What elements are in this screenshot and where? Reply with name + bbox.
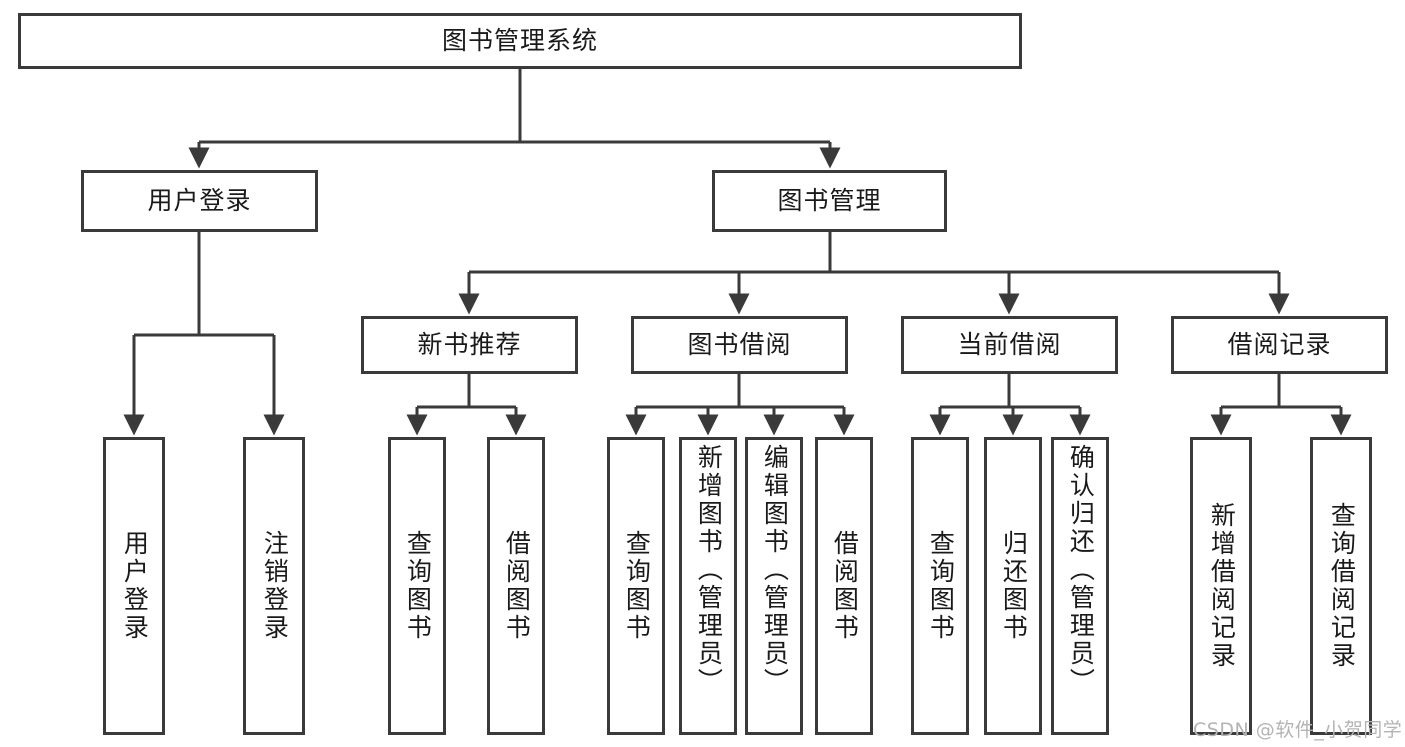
node-leaf-7[interactable]: 借阅图书	[815, 437, 873, 735]
node-label: 用户登录	[120, 530, 150, 642]
node-leaf-0[interactable]: 用户登录	[103, 437, 165, 735]
node-leaf-9[interactable]: 归还图书	[984, 437, 1042, 735]
node-leaf-3[interactable]: 借阅图书	[487, 437, 545, 735]
node-label: 图书管理系统	[441, 26, 598, 56]
node-label: 归还图书	[999, 530, 1029, 642]
node-label: 新书推荐	[417, 330, 522, 360]
node-label: 图书借阅	[687, 330, 792, 360]
node-label: 查询图书	[926, 530, 956, 642]
node-label: 确认归还（管理员）	[1066, 444, 1096, 696]
node-label: 查询图书	[403, 530, 433, 642]
node-label: 查询图书	[622, 530, 652, 642]
node-label: 编辑图书（管理员）	[760, 444, 790, 696]
node-leaf-12[interactable]: 查询借阅记录	[1310, 437, 1372, 735]
node-leaf-1[interactable]: 注销登录	[243, 437, 305, 735]
node-level3-2[interactable]: 当前借阅	[901, 316, 1118, 374]
node-leaf-6[interactable]: 编辑图书（管理员）	[745, 437, 803, 735]
node-label: 查询借阅记录	[1327, 502, 1357, 670]
node-level2-1[interactable]: 图书管理	[712, 170, 947, 232]
node-leaf-5[interactable]: 新增图书（管理员）	[679, 437, 737, 735]
node-level2-0[interactable]: 用户登录	[81, 170, 318, 232]
watermark-text: CSDN @软件_小贺同学	[1193, 719, 1403, 741]
node-label: 新增借阅记录	[1207, 502, 1237, 670]
node-root[interactable]: 图书管理系统	[18, 13, 1022, 69]
node-leaf-11[interactable]: 新增借阅记录	[1190, 437, 1252, 735]
node-label: 图书管理	[777, 186, 882, 216]
node-level3-1[interactable]: 图书借阅	[631, 316, 848, 374]
node-label: 用户登录	[147, 186, 252, 216]
node-label: 借阅图书	[502, 530, 532, 642]
node-leaf-8[interactable]: 查询图书	[911, 437, 969, 735]
node-label: 当前借阅	[957, 330, 1062, 360]
node-label: 借阅图书	[830, 530, 860, 642]
node-level3-0[interactable]: 新书推荐	[361, 316, 578, 374]
node-label: 新增图书（管理员）	[694, 444, 724, 696]
node-label: 注销登录	[260, 530, 290, 642]
node-label: 借阅记录	[1227, 330, 1332, 360]
node-leaf-10[interactable]: 确认归还（管理员）	[1051, 437, 1109, 735]
node-leaf-4[interactable]: 查询图书	[607, 437, 665, 735]
node-leaf-2[interactable]: 查询图书	[388, 437, 446, 735]
node-level3-3[interactable]: 借阅记录	[1171, 316, 1388, 374]
